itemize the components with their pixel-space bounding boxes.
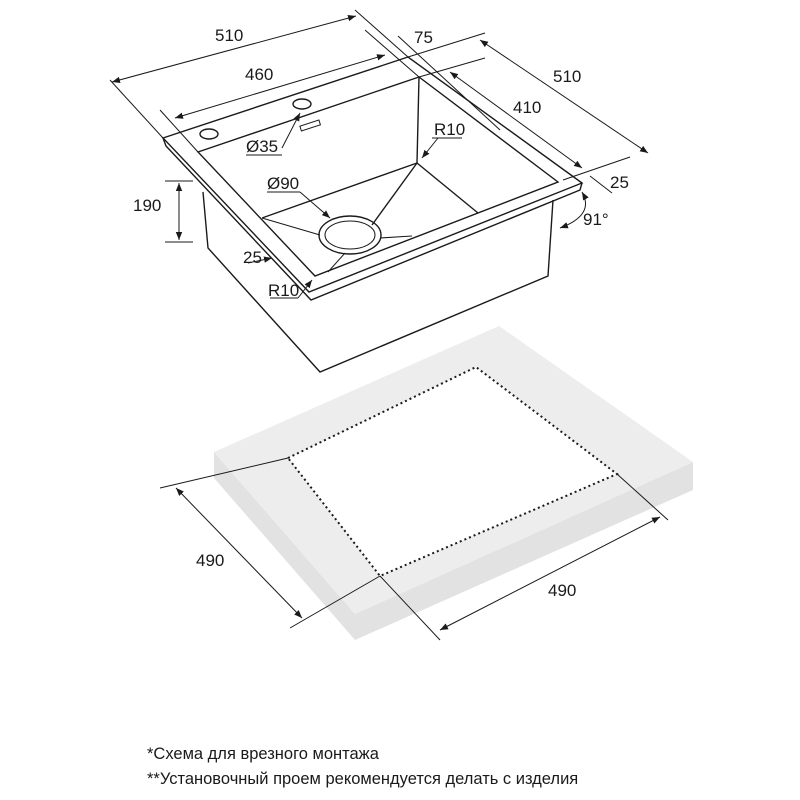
logo-plate <box>299 119 322 132</box>
countertop-side <box>214 452 693 640</box>
radius-front-label: R10 <box>268 281 299 300</box>
depth-inner-label: 410 <box>513 98 541 117</box>
rim-side-label: 25 <box>610 173 629 192</box>
rim-back-label: 75 <box>414 28 433 47</box>
depth-outer-label: 510 <box>553 67 581 86</box>
tap-hole-icon <box>199 128 219 140</box>
angle-label: 91° <box>583 210 609 229</box>
note-mounting-scheme: *Схема для врезного монтажа <box>147 745 379 763</box>
note-cutout-recommendation: **Установочный проем рекомендуется делат… <box>147 770 579 788</box>
width-outer-label: 510 <box>215 26 243 45</box>
cutout-dimension-left: 490 <box>159 457 381 629</box>
countertop <box>214 326 693 640</box>
cutout-depth-label: 490 <box>548 581 576 600</box>
rim-front-label: 25 <box>243 248 262 267</box>
drain-inner <box>324 220 376 250</box>
width-inner-label: 460 <box>245 65 273 84</box>
height-label: 190 <box>133 196 161 215</box>
cutout-width-label: 490 <box>196 551 224 570</box>
cutout-dimension-right: 490 <box>379 473 669 641</box>
sink-dimensions: 510 460 510 410 75 25 190 Ø35 Ø90 R10 25… <box>109 9 649 300</box>
tap-hole-icon <box>292 98 312 110</box>
drain-outer <box>318 215 382 255</box>
radius-back-label: R10 <box>434 120 465 139</box>
drain-label: Ø90 <box>267 174 299 193</box>
tap-hole-label: Ø35 <box>246 137 278 156</box>
